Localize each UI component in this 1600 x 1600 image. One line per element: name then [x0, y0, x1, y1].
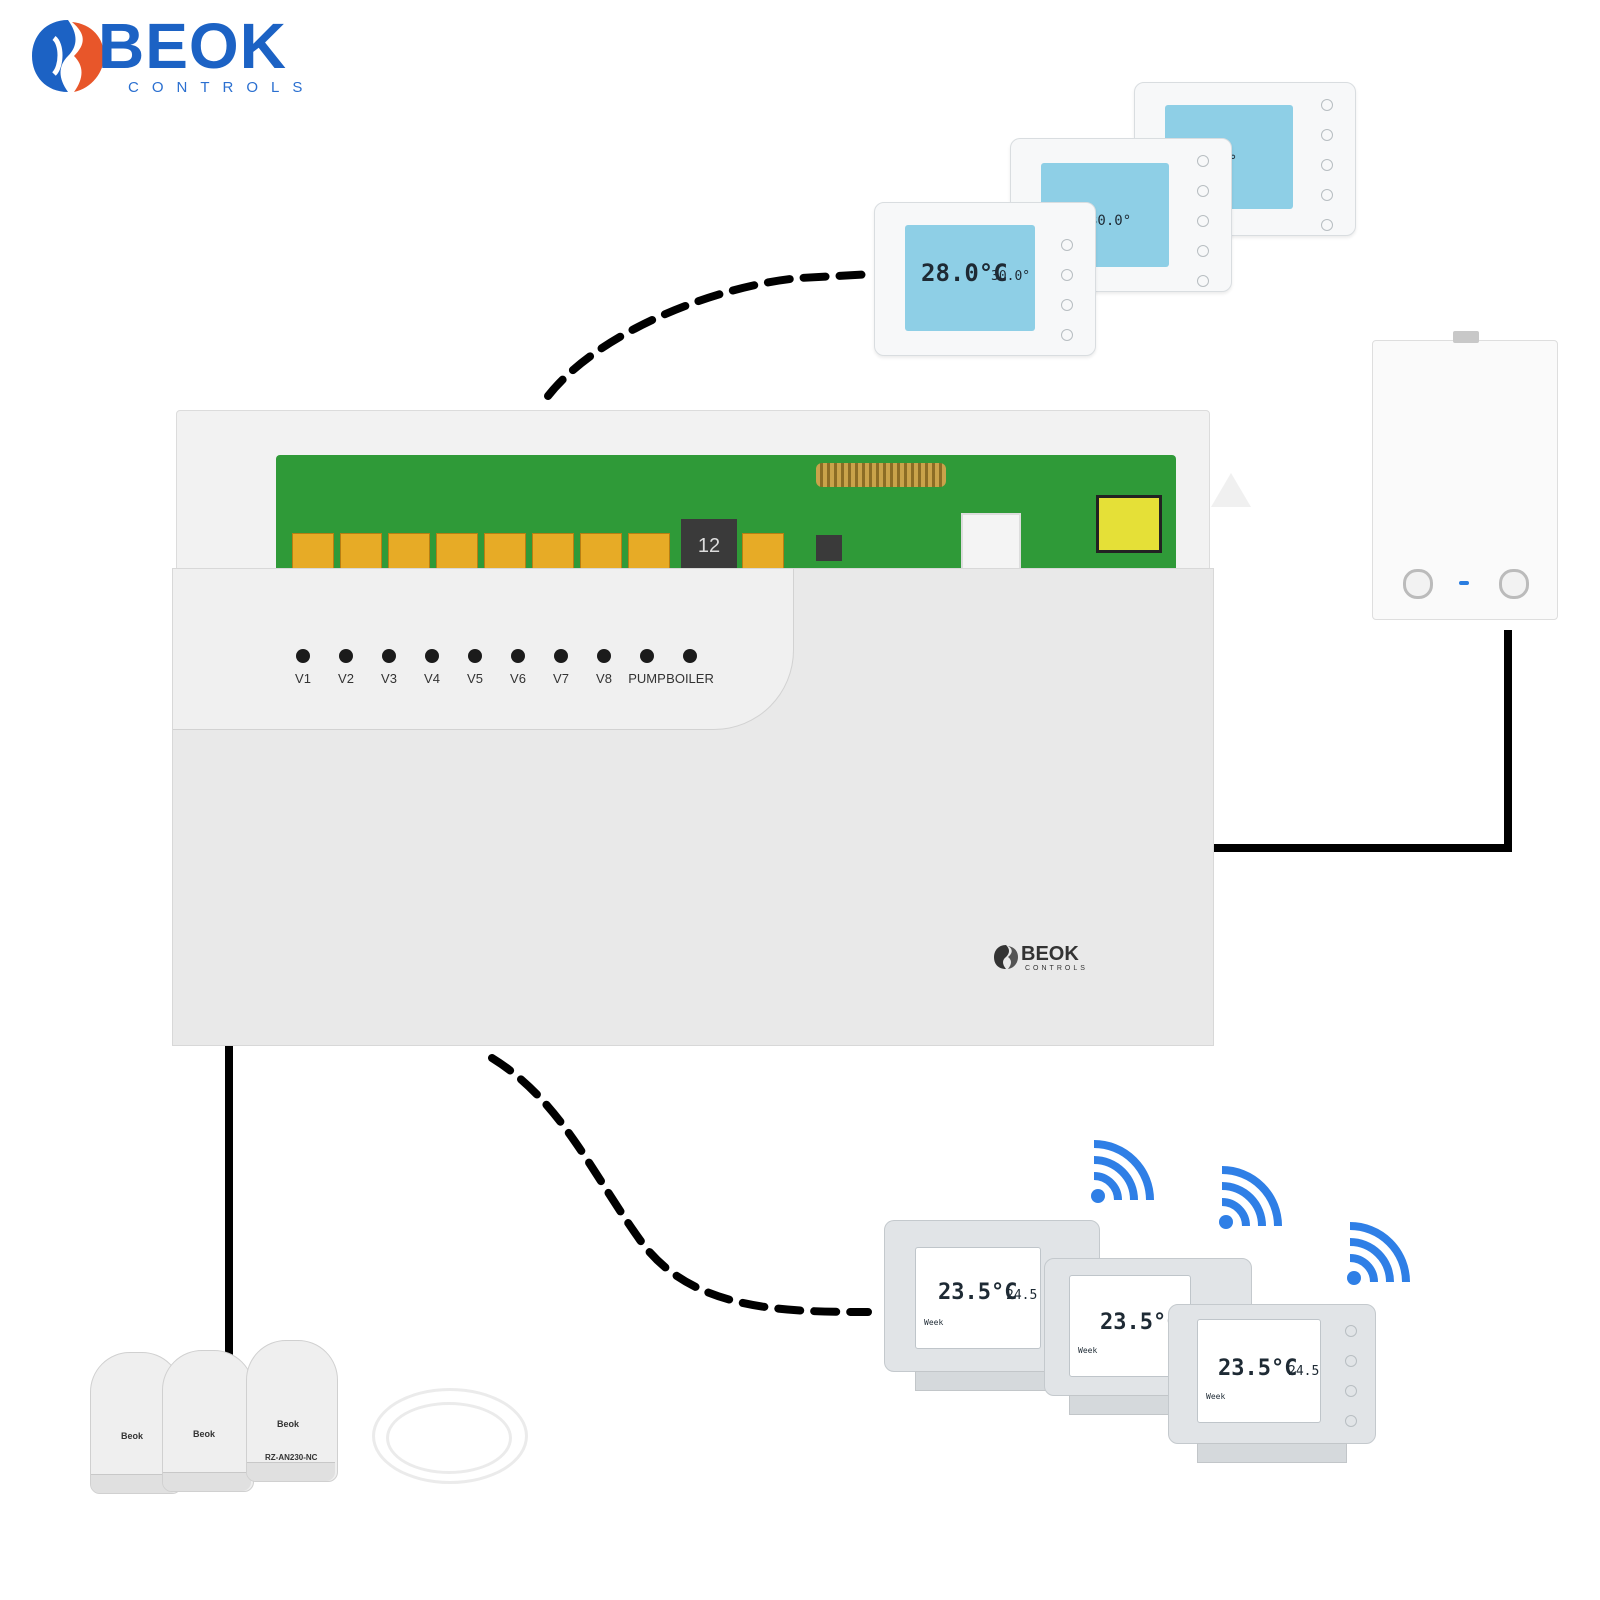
- thermostat-lcd: 23.5°C 24.5 Week: [915, 1247, 1041, 1349]
- front-logo: BEOK CONTROLS: [993, 941, 1103, 975]
- logo-mark-icon: [32, 20, 104, 92]
- front-logo-tagline: CONTROLS: [1025, 965, 1088, 972]
- wireless-thermostat: 23.5°C 24.5 Week: [884, 1220, 1100, 1391]
- indicator-boiler: BOILER: [660, 649, 720, 686]
- indicator-v4: V4: [402, 649, 462, 686]
- thermostat-buttons: [1345, 1325, 1359, 1445]
- wireless-module: [961, 513, 1021, 577]
- wifi-icon: [1347, 1222, 1410, 1285]
- set-temp-readout: 30.0°: [1089, 213, 1132, 229]
- flue-pipe: [1453, 331, 1479, 343]
- actuator-brand: Beok: [121, 1431, 144, 1441]
- reset-button: [816, 535, 842, 561]
- actuator: Beok RZ-AN230-NC: [246, 1340, 338, 1482]
- indicator-pump: PUMP: [617, 649, 677, 686]
- actuator: Beok: [162, 1350, 254, 1492]
- indicator-row: V1 V2 V3 V4 V5 V6 V7 V8 PUMP BOILER: [273, 649, 833, 709]
- boiler-wire: [1208, 630, 1512, 852]
- wireless-thermostat: 23.5°C 24.5 Week: [1168, 1304, 1376, 1463]
- indicator-v6: V6: [488, 649, 548, 686]
- brand-logo: [28, 14, 358, 104]
- indicator-v5: V5: [445, 649, 505, 686]
- indicator-v7: V7: [531, 649, 591, 686]
- wireless-link-top: [544, 270, 878, 400]
- set-temp-readout: 30.0°: [991, 269, 1031, 284]
- indicator-v2: V2: [316, 649, 376, 686]
- indicator-v1: V1: [273, 649, 333, 686]
- warning-triangle-icon: [1211, 473, 1251, 507]
- room-temp-readout: 23.5°C: [1218, 1356, 1298, 1381]
- room-temp-readout: 23.5°C: [1100, 1310, 1180, 1335]
- actuator-cable: [372, 1388, 528, 1484]
- actuator-base: [163, 1472, 251, 1491]
- thermostat-buttons: [1061, 239, 1075, 359]
- boiler-knob: [1403, 569, 1433, 599]
- controller-front-cover: V1 V2 V3 V4 V5 V6 V7 V8 PUMP BOILER BEOK…: [172, 568, 1214, 1046]
- gas-boiler: [1372, 331, 1558, 620]
- week-label: Week: [924, 1318, 944, 1327]
- thermostat-buttons: [1321, 99, 1335, 249]
- transformer: [1096, 495, 1162, 553]
- indicator-v8: V8: [574, 649, 634, 686]
- indicator-v3: V3: [359, 649, 419, 686]
- wifi-icon: [1219, 1166, 1282, 1229]
- room-temp-readout: 23.5°C: [938, 1280, 1018, 1305]
- thermostat-lcd: 28.0°C 30.0°: [905, 225, 1035, 331]
- thermostat-stand: [1197, 1443, 1347, 1463]
- actuator-brand: Beok: [193, 1429, 216, 1439]
- set-temp-readout: 24.5: [1288, 1364, 1320, 1379]
- brand-tagline: CONTROLS: [128, 79, 316, 96]
- actuator-base: [247, 1462, 335, 1481]
- thermal-actuators: Beok Beok Beok RZ-AN230-NC: [86, 1340, 546, 1520]
- wifi-icon: [1091, 1140, 1154, 1203]
- room-temp-readout: 28.0°C: [921, 259, 1008, 287]
- main-relay: 12: [681, 519, 737, 573]
- front-logo-name: BEOK: [1021, 943, 1079, 965]
- boiler-indicator: [1459, 581, 1469, 585]
- actuator-base: [91, 1474, 179, 1493]
- logo-mark-icon: [994, 945, 1018, 969]
- boiler-knob: [1499, 569, 1529, 599]
- week-label: Week: [1078, 1346, 1098, 1355]
- thermostat-buttons: [1197, 155, 1211, 305]
- antenna-coil: [816, 463, 946, 487]
- brand-name: BEOK: [98, 10, 287, 82]
- week-label: Week: [1206, 1392, 1226, 1401]
- wiring-center-controller: 12 V1 V2 V3 V4 V5 V6 V7 V8 PUMP BOILER B…: [172, 410, 1251, 1046]
- circuit-board: 12: [276, 455, 1251, 581]
- set-temp-readout: 24.5: [1006, 1288, 1038, 1303]
- wireless-link-bottom: [488, 1054, 872, 1316]
- thermostat-lcd: 23.5°C 24.5 Week: [1197, 1319, 1321, 1423]
- actuator-cable: [386, 1402, 512, 1474]
- wired-thermostat: 28.0°C 30.0°: [874, 202, 1096, 356]
- actuator-brand: Beok: [277, 1419, 300, 1429]
- actuator-model: RZ-AN230-NC: [265, 1453, 318, 1462]
